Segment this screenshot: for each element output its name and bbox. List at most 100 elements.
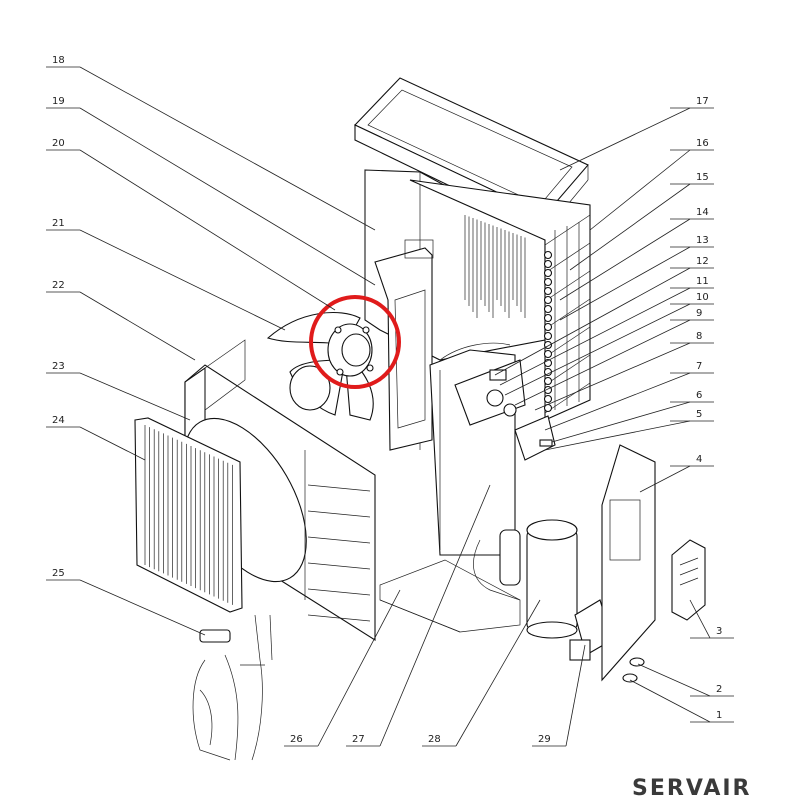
callout-leader-21 <box>79 229 286 331</box>
callout-label-25: 25 <box>52 568 65 579</box>
callout-label-16: 16 <box>696 138 709 149</box>
callout-label-1: 1 <box>716 710 722 721</box>
callout-leader-22 <box>79 291 196 361</box>
callout-leader-27 <box>379 484 491 747</box>
coil-grid-line <box>544 270 591 302</box>
callout-leader-12 <box>494 267 691 376</box>
coil-bend <box>543 259 553 269</box>
side-slat <box>307 536 371 544</box>
callout-label-6: 6 <box>696 390 702 401</box>
compressor <box>473 519 578 639</box>
coil-bend <box>543 367 553 377</box>
callout-leader-4 <box>639 465 691 493</box>
side-slat <box>307 510 371 518</box>
side-slat <box>307 614 371 622</box>
callout-leader-10 <box>504 303 691 396</box>
valve-assembly <box>192 614 273 761</box>
callout-leader-26 <box>317 589 401 747</box>
callout-leader-25 <box>79 579 206 636</box>
electrical-components <box>454 359 556 461</box>
callout-leader-5 <box>544 420 691 451</box>
callout-leader-29 <box>565 644 586 747</box>
side-panel-slats <box>307 484 371 622</box>
callout-leader-14 <box>559 218 691 301</box>
coil-bend <box>543 286 553 296</box>
coil-grid-line <box>544 214 591 246</box>
coil-grid-line <box>544 298 591 330</box>
coil-grid-line <box>544 326 591 358</box>
callout-label-15: 15 <box>696 172 709 183</box>
callout-label-23: 23 <box>52 361 65 372</box>
callout-leaders <box>46 66 734 747</box>
callout-label-17: 17 <box>696 96 709 107</box>
coil-bend <box>543 322 553 332</box>
brand-logo: SERVAIR <box>632 776 752 800</box>
callout-label-27: 27 <box>352 734 365 745</box>
callout-label-11: 11 <box>696 276 709 287</box>
callout-label-28: 28 <box>428 734 441 745</box>
coil-bend <box>543 376 553 386</box>
coil-grid-line <box>544 354 591 386</box>
callout-leader-1 <box>629 679 711 723</box>
callout-label-2: 2 <box>716 684 722 695</box>
callout-label-21: 21 <box>52 218 65 229</box>
coil-bend <box>543 349 553 359</box>
callout-leader-6 <box>551 401 691 443</box>
callout-label-7: 7 <box>696 361 702 372</box>
right-side-panel <box>601 444 656 682</box>
callout-label-19: 19 <box>52 96 65 107</box>
coil-grid-line <box>544 382 591 414</box>
callout-label-14: 14 <box>696 207 709 218</box>
callout-leader-18 <box>79 66 376 231</box>
callout-label-5: 5 <box>696 409 702 420</box>
callout-leader-28 <box>455 599 541 747</box>
fan-motor <box>327 323 374 377</box>
callout-leader-19 <box>79 107 376 286</box>
callout-label-9: 9 <box>696 308 702 319</box>
callout-label-3: 3 <box>716 626 722 637</box>
coil-bend <box>543 331 553 341</box>
callout-label-12: 12 <box>696 256 709 267</box>
callout-leader-23 <box>79 372 191 421</box>
coil-bend <box>543 295 553 305</box>
callout-leader-7 <box>544 372 691 431</box>
side-slat <box>307 484 371 492</box>
coil-grid-line <box>544 242 591 274</box>
callout-leader-15 <box>569 183 691 271</box>
callout-labels: 1234567891011121314151617181920212223242… <box>52 55 722 745</box>
callout-leader-13 <box>559 246 691 321</box>
coil-bend <box>543 250 553 260</box>
small-fittings <box>622 657 645 683</box>
callout-leader-24 <box>79 426 146 461</box>
callout-label-24: 24 <box>52 415 65 426</box>
highlight-circle <box>309 295 401 389</box>
coil-bend <box>543 268 553 278</box>
callout-leader-11 <box>499 287 691 386</box>
callout-label-22: 22 <box>52 280 65 291</box>
front-grille <box>134 417 243 613</box>
callout-label-10: 10 <box>696 292 709 303</box>
callout-label-4: 4 <box>696 454 702 465</box>
callout-label-13: 13 <box>696 235 709 246</box>
callout-leader-20 <box>79 149 336 311</box>
callout-leader-16 <box>589 149 691 231</box>
callout-label-8: 8 <box>696 331 702 342</box>
coil-bend <box>543 313 553 323</box>
coil-bend <box>543 394 553 404</box>
coil-bend <box>543 304 553 314</box>
callout-label-18: 18 <box>52 55 65 66</box>
side-slat <box>307 562 371 570</box>
front-cover <box>671 539 706 621</box>
motor-bracket <box>374 239 434 451</box>
callout-label-20: 20 <box>52 138 65 149</box>
callout-leader-2 <box>637 663 711 697</box>
callout-leader-8 <box>534 342 691 411</box>
base-pan <box>379 559 521 633</box>
coil-bend <box>543 277 553 287</box>
side-slat <box>307 588 371 596</box>
callout-leader-9 <box>514 319 691 406</box>
callout-label-29: 29 <box>538 734 551 745</box>
callout-leader-17 <box>559 107 691 171</box>
callout-leader-3 <box>689 599 711 639</box>
